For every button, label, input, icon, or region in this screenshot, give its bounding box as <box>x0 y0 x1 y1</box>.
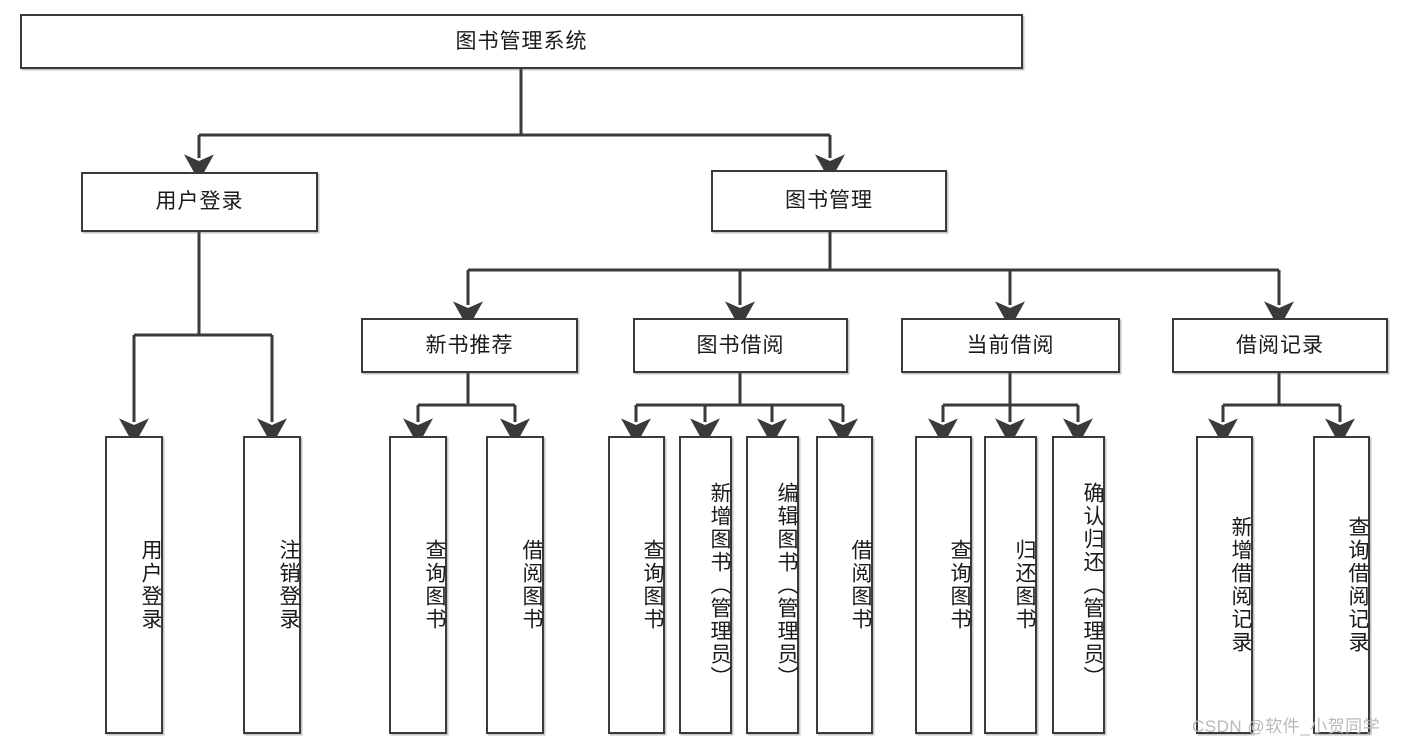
node-leaf-borrow-add[interactable]: 新增图书（管理员） <box>679 436 732 734</box>
node-root[interactable]: 图书管理系统 <box>20 14 1023 69</box>
node-label: 归还图书 <box>1013 539 1036 631</box>
csdn-watermark: CSDN @软件_小贺同学 <box>1192 717 1381 736</box>
node-book-manage[interactable]: 图书管理 <box>711 170 947 232</box>
node-leaf-record-query[interactable]: 查询借阅记录 <box>1313 436 1370 734</box>
node-leaf-borrow-edit[interactable]: 编辑图书（管理员） <box>746 436 799 734</box>
node-leaf-current-return[interactable]: 归还图书 <box>984 436 1037 734</box>
node-label: 借阅记录 <box>1236 333 1324 357</box>
node-label: 借阅图书 <box>520 539 543 631</box>
node-leaf-borrow-query[interactable]: 查询图书 <box>608 436 665 734</box>
node-label: 确认归还（管理员） <box>1081 481 1104 689</box>
node-label: 新增借阅记录 <box>1229 516 1252 654</box>
node-label: 用户登录 <box>139 539 162 631</box>
node-leaf-user-logout[interactable]: 注销登录 <box>243 436 301 734</box>
node-label: 注销登录 <box>277 539 300 631</box>
node-label: 新书推荐 <box>425 333 514 357</box>
node-label: 用户登录 <box>155 190 244 214</box>
node-borrow-record[interactable]: 借阅记录 <box>1172 318 1388 373</box>
node-label: 当前借阅 <box>966 333 1055 357</box>
node-label: 编辑图书（管理员） <box>775 481 798 689</box>
node-label: 新增图书（管理员） <box>708 481 731 689</box>
node-label: 查询借阅记录 <box>1346 516 1369 654</box>
node-new-book-recommend[interactable]: 新书推荐 <box>361 318 578 373</box>
node-leaf-borrow-lend[interactable]: 借阅图书 <box>816 436 873 734</box>
node-leaf-record-add[interactable]: 新增借阅记录 <box>1196 436 1253 734</box>
node-label: 查询图书 <box>423 539 446 631</box>
node-leaf-recommend-borrow[interactable]: 借阅图书 <box>486 436 544 734</box>
node-leaf-current-query[interactable]: 查询图书 <box>915 436 972 734</box>
node-label: 图书管理 <box>785 189 873 213</box>
node-user-login[interactable]: 用户登录 <box>81 172 318 232</box>
node-leaf-current-confirm[interactable]: 确认归还（管理员） <box>1052 436 1105 734</box>
node-label: 查询图书 <box>948 539 971 631</box>
node-current-borrow[interactable]: 当前借阅 <box>901 318 1120 373</box>
node-leaf-recommend-query[interactable]: 查询图书 <box>389 436 447 734</box>
node-label: 图书借阅 <box>696 333 785 357</box>
node-label: 查询图书 <box>641 539 664 631</box>
node-leaf-user-login[interactable]: 用户登录 <box>105 436 163 734</box>
node-label: 借阅图书 <box>849 539 872 631</box>
node-label: 图书管理系统 <box>455 29 588 53</box>
node-book-borrow[interactable]: 图书借阅 <box>633 318 848 373</box>
